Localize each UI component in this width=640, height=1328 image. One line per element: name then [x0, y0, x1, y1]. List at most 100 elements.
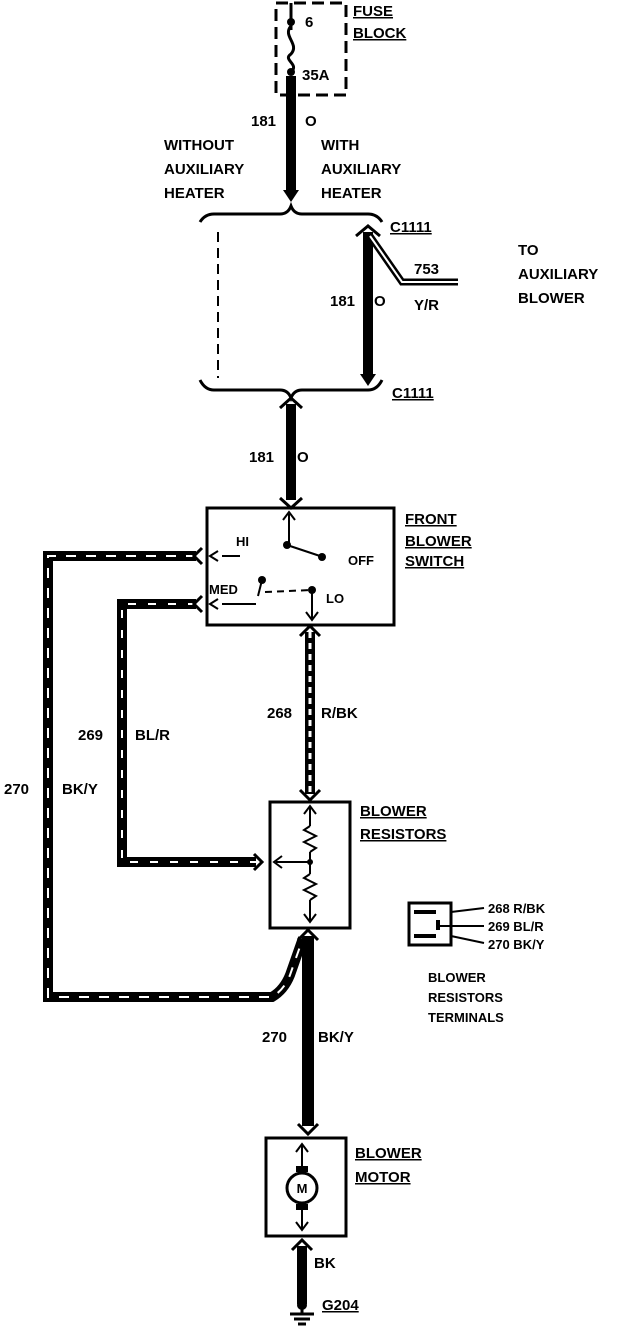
resistor-upper-icon [301, 825, 319, 853]
wire-269-switch-end-icon [191, 594, 204, 614]
ground-label: G204 [322, 1297, 359, 1314]
motor-outline [264, 1136, 348, 1238]
resistor-top-arrow-icon [303, 804, 317, 815]
wire-268-color: R/BK [321, 705, 358, 722]
terminals-title-line1: BLOWER [428, 970, 486, 985]
switch-common-arrow-icon [282, 510, 296, 521]
wire-269-circuit: 269 [78, 727, 103, 744]
terminal-row-268: 268 R/BK [488, 901, 546, 916]
terminal-row-269: 269 BL/R [488, 919, 544, 934]
motor-title-line2: MOTOR [355, 1169, 411, 1186]
mid-wire-color: O [374, 293, 386, 310]
resistor-terminals-inset: 268 R/BK 269 BL/R 270 BK/Y BLOWER RESIST… [407, 901, 546, 1025]
aux-destination-line2: AUXILIARY [518, 266, 598, 283]
motor-bottom-arrow-icon [295, 1221, 309, 1232]
wire-268-resistor-end-icon [298, 788, 322, 803]
switch-position-hi: HI [236, 534, 249, 549]
aux-destination-line3: BLOWER [518, 290, 585, 307]
motor-brush-top [296, 1166, 308, 1172]
terminal-270-leader [450, 935, 485, 944]
blower-motor: M BLOWER MOTOR [264, 1136, 422, 1238]
resistor-bottom-arrow-icon [303, 913, 317, 924]
aux-wire-stripe [369, 235, 458, 283]
resistor-tap-arrow-icon [272, 855, 283, 869]
switch-blade [286, 544, 321, 557]
wire-270-motor: 270 BK/Y [262, 927, 354, 1137]
switch-position-med: MED [209, 582, 238, 597]
terminal-row-270: 270 BK/Y [488, 937, 545, 952]
front-switch-title-line1: FRONT [405, 511, 457, 528]
mid-wire-arrow-icon [360, 374, 376, 386]
resistors-title-line1: BLOWER [360, 803, 427, 820]
ground-wire-color: BK [314, 1255, 336, 1272]
switch-outline [205, 506, 396, 627]
feed-wire-arrow-icon [283, 190, 299, 202]
front-blower-switch: HI MED OFF LO FRONT BLOWER SWITCH [205, 506, 472, 627]
wire-270-left-color: BK/Y [62, 781, 98, 798]
motor-brush-bottom [296, 1204, 308, 1210]
aux-heater-branch: 181 O C1111 C1111 753 Y/R TO AUXILIARY B… [330, 219, 598, 402]
terminals-title-line3: TERMINALS [428, 1010, 504, 1025]
wire-269-color: BL/R [135, 727, 170, 744]
switch-position-off: OFF [348, 553, 374, 568]
switch-hi-arrow-icon [208, 550, 219, 562]
feed-wire-color: O [305, 113, 317, 130]
front-switch-title-line2: BLOWER [405, 533, 472, 550]
with-heater-line3: HEATER [321, 185, 382, 202]
motor-title-line1: BLOWER [355, 1145, 422, 1162]
with-heater-line2: AUXILIARY [321, 161, 401, 178]
ground-circuit: BK G204 [290, 1237, 359, 1326]
switch-med-arrow-icon [208, 598, 219, 610]
resistors-outline [268, 800, 352, 930]
wire-270-loop: 270 BK/Y [4, 546, 308, 1002]
resistors-title-line2: RESISTORS [360, 826, 446, 843]
connector-c1111-bottom: C1111 [392, 385, 434, 402]
fuse-terminal-top [287, 18, 295, 26]
wire-268-switch-end-icon [298, 623, 322, 638]
motor-symbol: M [297, 1181, 308, 1196]
lower-wire-color: O [297, 449, 309, 466]
fuse-rating: 35A [302, 67, 330, 84]
wire-270-loop-outer [43, 551, 308, 1002]
aux-wire-circuit: 753 [414, 261, 439, 278]
resistor-lower-icon [301, 873, 319, 901]
switch-off-contact [318, 553, 326, 561]
wire-270-left-circuit: 270 [4, 781, 29, 798]
front-switch-title-line3: SWITCH [405, 553, 464, 570]
aux-destination-line1: TO [518, 242, 539, 259]
fuse-block: 6 35A FUSE BLOCK [274, 1, 406, 97]
wire-269-tracer [121, 603, 256, 863]
terminals-connector-outline [407, 901, 453, 947]
c1111-top-connector-icon [355, 224, 381, 238]
fuse-block-title-line1: FUSE [353, 3, 393, 20]
connector-c1111-top: C1111 [390, 219, 432, 236]
fuse-element-icon [286, 24, 296, 74]
with-heater-line1: WITH [321, 137, 359, 154]
lower-wire-circuit: 181 [249, 449, 274, 466]
brace-bottom-icon [198, 379, 384, 403]
wire-270-loop-tracer [47, 555, 304, 998]
switch-linkage-dashed [264, 589, 313, 593]
switch-med-stub [257, 579, 263, 597]
wire-269-resistor-end-icon [252, 852, 265, 872]
wire-270-motor-color: BK/Y [318, 1029, 354, 1046]
lower-feed-wire: 181 O [249, 395, 309, 511]
terminals-title-line2: RESISTORS [428, 990, 503, 1005]
motor-icon [285, 1171, 319, 1205]
without-heater-line2: AUXILIARY [164, 161, 244, 178]
fuse-number: 6 [305, 14, 313, 31]
wire-270-resistor-end-icon [296, 927, 320, 942]
wire-268-circuit: 268 [267, 705, 292, 722]
without-heater-line1: WITHOUT [164, 137, 234, 154]
fuse-block-outline [274, 1, 348, 97]
fuse-block-title-line2: BLOCK [353, 25, 406, 42]
motor-top-arrow-icon [295, 1142, 309, 1153]
mid-wire-circuit: 181 [330, 293, 355, 310]
wire-268: 268 R/BK [267, 623, 358, 803]
wire-269: 269 BL/R [78, 594, 265, 872]
wire-270-switch-end-icon [191, 546, 204, 566]
switch-lo-arrow-icon [305, 611, 319, 622]
feed-wire: 181 O [251, 76, 317, 202]
wire-270-motor-end-icon [296, 1122, 320, 1137]
